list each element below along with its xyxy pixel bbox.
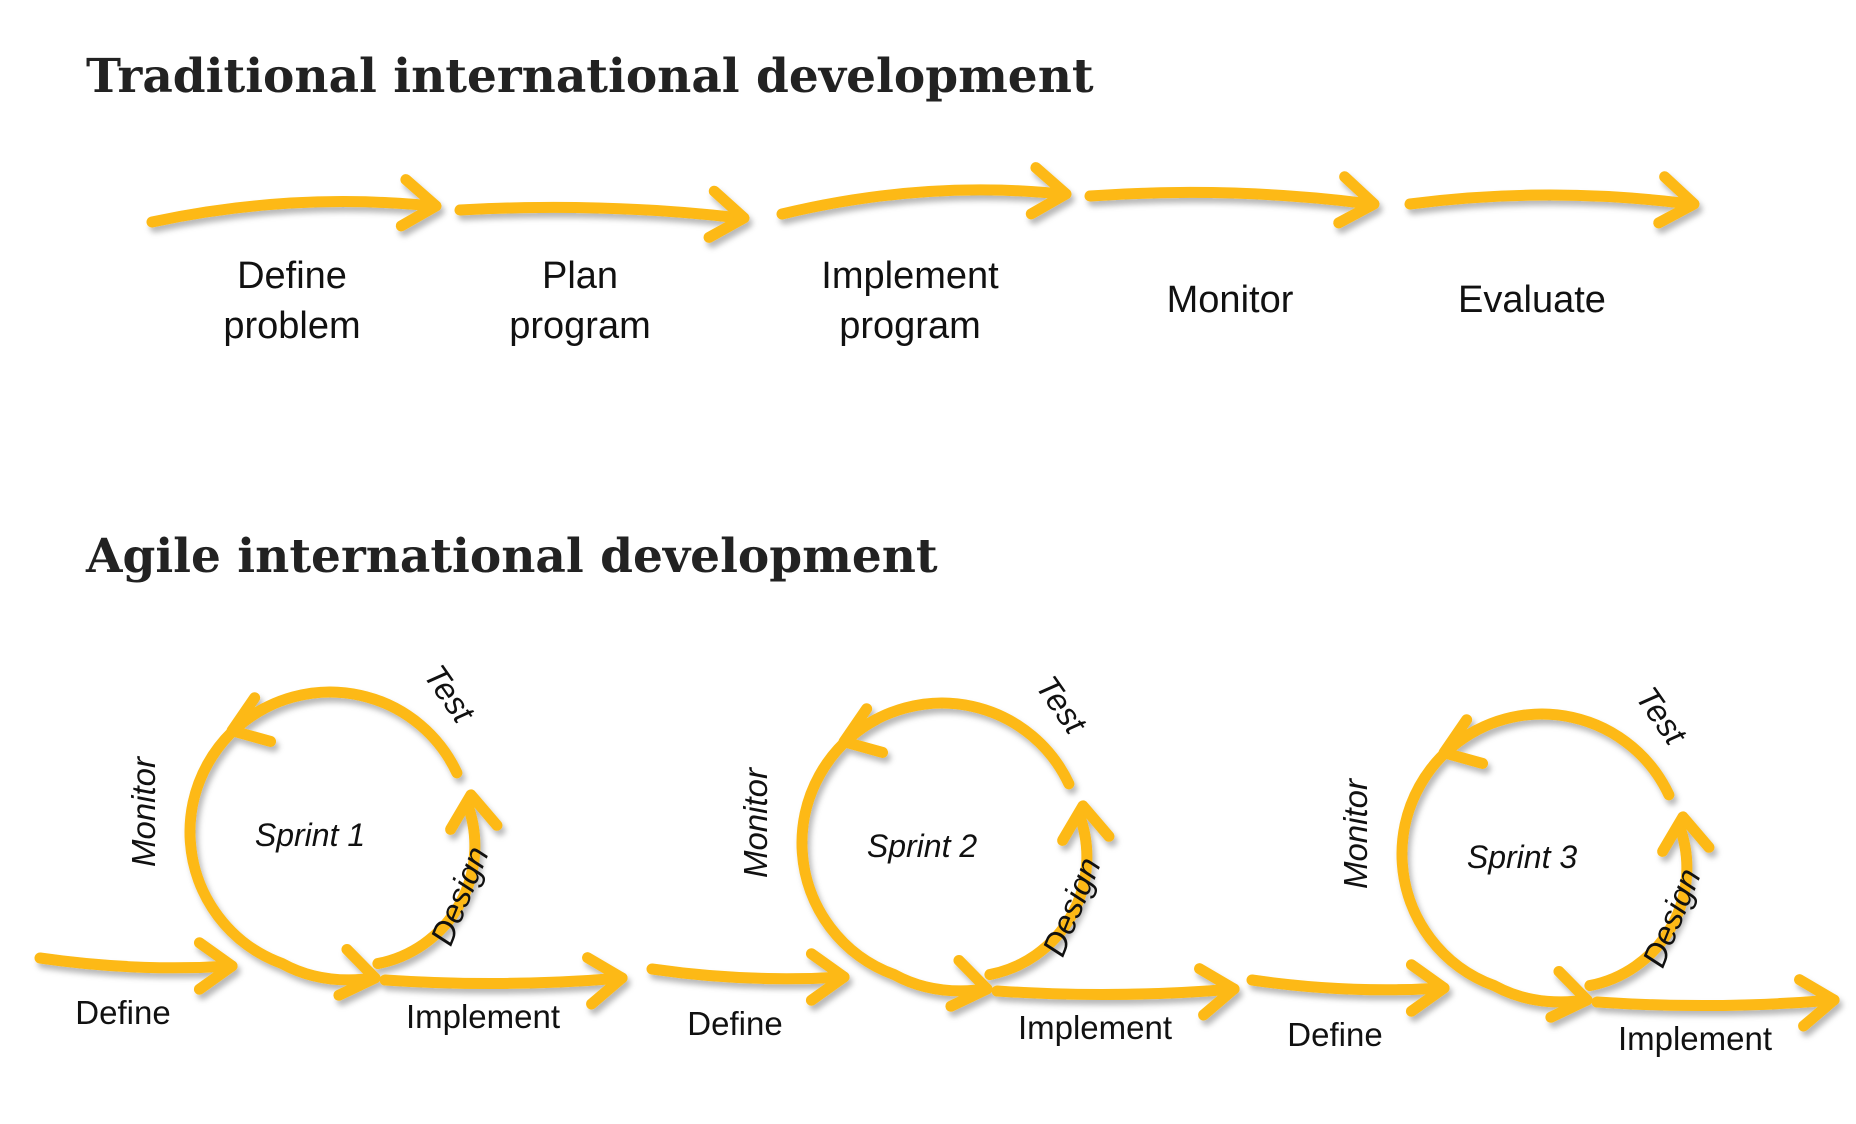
sprint-1-define-arrow	[34, 937, 238, 995]
traditional-step-5: Evaluate	[1458, 279, 1606, 321]
sprint-1-implement-label: Implement	[406, 998, 560, 1035]
sprint-3-define-label: Define	[1287, 1016, 1382, 1053]
sprint-1-monitor-arrow-head	[333, 943, 381, 1001]
traditional-step-4: Monitor	[1167, 279, 1294, 321]
sprint-2-monitor-label: Monitor	[737, 766, 774, 878]
sprint-1-label: Sprint 1	[255, 817, 365, 853]
sprint-3-define-arrow-head	[1405, 959, 1450, 1017]
sprint-3-test-label: Test	[1629, 680, 1695, 753]
sprint-3-define-arrow	[1246, 959, 1450, 1017]
sprint-2-monitor-arrow-head	[945, 954, 993, 1012]
sprint-2-arrows	[646, 697, 1240, 1021]
step-2-line-1: Plan	[542, 255, 618, 297]
step-3-line-1: Implement	[821, 255, 999, 297]
sprint-2-design-arrow-head	[1057, 800, 1115, 846]
traditional-arrow-4	[1084, 171, 1380, 229]
traditional-arrow-1	[146, 174, 442, 232]
traditional-title: Traditional international development	[86, 49, 1094, 104]
sprint-2-monitor-arrow	[796, 713, 993, 1012]
step-1-line-2: problem	[223, 305, 360, 347]
sprint-3-arrows	[1246, 708, 1840, 1032]
traditional-arrow-2-head	[703, 185, 750, 243]
sprint-3-label: Sprint 3	[1467, 839, 1577, 875]
sprint-3-implement-arrow	[1591, 974, 1840, 1032]
sprint-3-implement-label: Implement	[1618, 1020, 1772, 1057]
sprint-2-define-arrow-head	[805, 948, 850, 1006]
sprint-1-test-label: Test	[417, 658, 483, 731]
traditional-arrow-2	[454, 185, 750, 243]
sprint-2-implement-arrow	[991, 963, 1240, 1021]
sprint-1-arrows	[34, 686, 628, 1010]
sprint-2-design-arrow	[984, 800, 1115, 981]
sprint-1-implement-arrow-head	[582, 952, 628, 1010]
sprint-2-define-label: Define	[687, 1005, 782, 1042]
sprint-1-design-arrow	[372, 789, 503, 970]
sprint-3-monitor-arrow	[1396, 724, 1593, 1023]
sprint-3-monitor-label: Monitor	[1337, 777, 1374, 889]
sprint-1-monitor-arrow	[184, 702, 381, 1001]
traditional-arrow-3-head	[1025, 162, 1072, 220]
traditional-step-3: Implement program	[821, 255, 999, 347]
sprint-1-define-arrow-head	[193, 937, 238, 995]
sprint-3-implement-arrow-head	[1794, 974, 1840, 1032]
traditional-step-1: Define problem	[223, 255, 360, 347]
traditional-arrow-4-head	[1333, 171, 1380, 229]
traditional-arrow-3	[776, 162, 1072, 220]
traditional-arrows	[146, 162, 1700, 243]
sprint-3-design-arrow-head	[1657, 811, 1715, 857]
traditional-arrow-1-head	[395, 174, 442, 232]
sprint-2-implement-label: Implement	[1018, 1009, 1172, 1046]
sprint-2-label: Sprint 2	[867, 828, 977, 864]
sprint-3-design-label: Design	[1635, 863, 1708, 972]
agile-title: Agile international development	[85, 529, 938, 584]
sprint-1-define-label: Define	[75, 994, 170, 1031]
traditional-step-2: Plan program	[509, 255, 651, 347]
step-4-line-1: Monitor	[1167, 279, 1294, 321]
step-5-line-1: Evaluate	[1458, 279, 1606, 321]
sprint-1-design-label: Design	[423, 841, 496, 950]
sprint-2-implement-arrow-head	[1194, 963, 1240, 1021]
sprint-2-define-arrow	[646, 948, 850, 1006]
traditional-arrow-5	[1404, 171, 1700, 229]
sprint-3-monitor-arrow-head	[1545, 965, 1593, 1023]
sprint-1-monitor-label: Monitor	[125, 755, 162, 867]
sprint-3-design-arrow	[1584, 811, 1715, 992]
step-3-line-2: program	[839, 305, 981, 347]
sprint-1-design-arrow-head	[445, 789, 503, 835]
sprint-2-design-label: Design	[1035, 852, 1108, 961]
step-2-line-2: program	[509, 305, 651, 347]
traditional-arrow-5-head	[1653, 171, 1700, 229]
step-1-line-1: Define	[237, 255, 347, 297]
sprint-1-implement-arrow	[379, 952, 628, 1010]
sprint-2-test-label: Test	[1029, 669, 1095, 742]
